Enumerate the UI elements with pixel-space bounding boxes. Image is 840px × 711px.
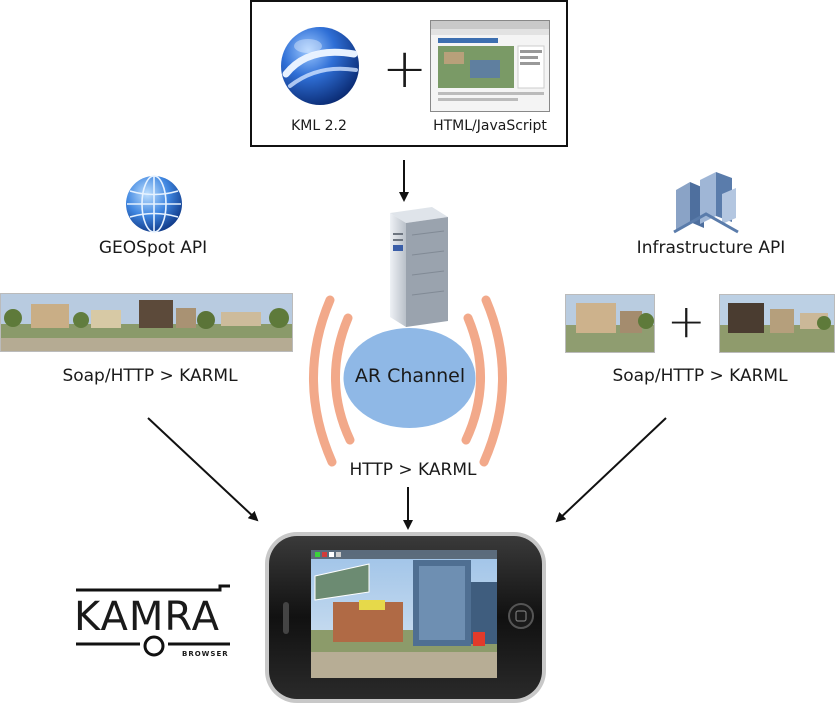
- buildings-icon: [673, 172, 739, 234]
- infrastructure-protocol-label: Soap/HTTP > KARML: [612, 366, 788, 386]
- google-earth-icon: [281, 27, 359, 105]
- ar-channel-label: AR Channel: [354, 365, 466, 387]
- broadcast-waves: [309, 295, 507, 467]
- plus-sign-right: +: [667, 294, 706, 348]
- kml-label: KML 2.2: [291, 118, 347, 134]
- infrastructure-panorama-2-image: [719, 294, 835, 353]
- infrastructure-panorama-1-image: [565, 294, 655, 353]
- geospot-protocol-label: Soap/HTTP > KARML: [62, 366, 238, 386]
- infrastructure-api-title: Infrastructure API: [636, 238, 786, 258]
- source-box: + KML 2.2 HTML/JavaScript: [250, 0, 568, 147]
- geospot-api-title: GEOSpot API: [98, 238, 208, 258]
- smartphone-device: [265, 532, 546, 703]
- browser-screenshot-image: [430, 20, 550, 112]
- kamra-logo: KAMRA BROWSER: [70, 580, 240, 660]
- globe-icon: [126, 175, 182, 233]
- kamra-wordmark: KAMRA: [74, 594, 220, 640]
- kamra-subtitle: BROWSER: [182, 650, 229, 658]
- center-protocol-label: HTTP > KARML: [349, 460, 477, 480]
- plus-sign: +: [382, 37, 428, 100]
- ar-channel-ellipse: [343, 328, 476, 428]
- geospot-panorama-image: [0, 293, 293, 352]
- arrow-left-to-phone: [147, 417, 259, 522]
- server-icon: [390, 207, 448, 327]
- kamra-logo-frame: [76, 584, 230, 657]
- html-javascript-label: HTML/JavaScript: [433, 118, 547, 134]
- arrow-right-to-phone: [555, 417, 667, 523]
